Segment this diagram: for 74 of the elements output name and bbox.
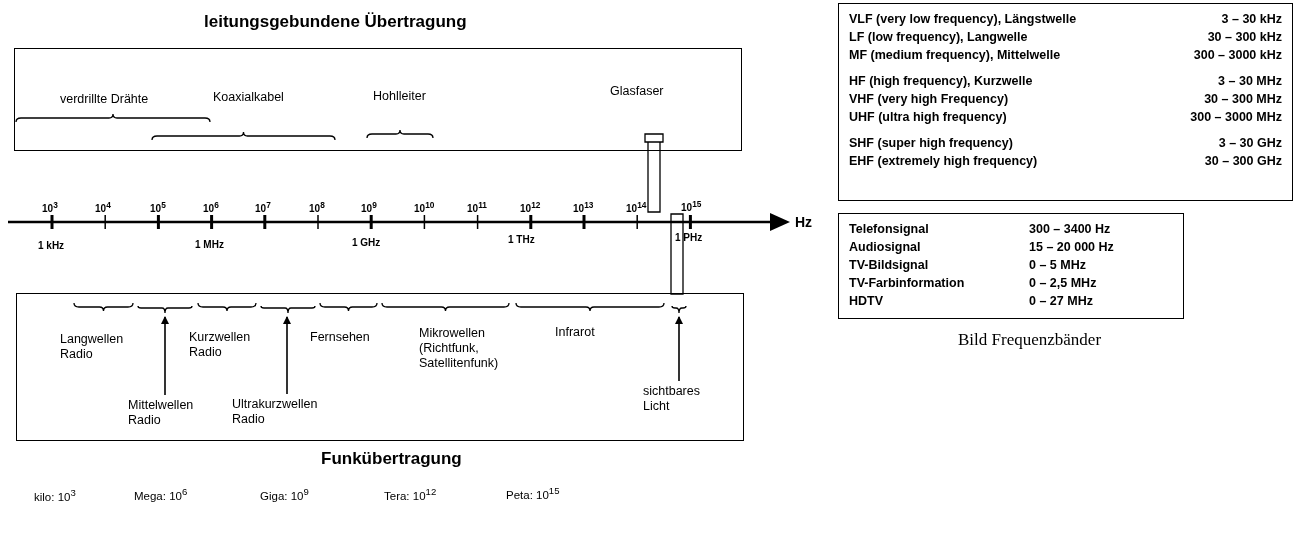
frequency-range: 0 – 2,5 MHz [1029,275,1098,292]
band-label: Koaxialkabel [213,90,285,105]
tick-label: 10$^{9}$ [361,200,377,215]
frequency-range: 3 – 30 MHz [1217,73,1282,90]
tick-label: 10$^{14}$ [626,200,647,215]
frequency-table [838,3,1293,201]
frequency-range: 30 – 300 MHz [1203,91,1282,108]
band-name: VLF (very low frequency), Längstwelle [849,11,1078,28]
prefix-label: Giga: 10$^{9}$ [260,486,309,502]
tick-label: 10$^{6}$ [203,200,219,215]
frequency-range: 0 – 27 MHz [1029,293,1094,310]
frequency-range: 300 – 3000 kHz [1192,47,1282,64]
tick-label: 10$^{7}$ [255,200,271,215]
frequency-label: 1 GHz [352,237,381,248]
axis-unit: Hz [795,214,813,230]
tick-label: 10$^{4}$ [95,200,111,215]
arrow [161,316,169,396]
group-heading: leitungsgebundene Übertragung [204,12,467,32]
frequency-range: 30 – 300 kHz [1206,29,1282,46]
band-label: verdrillte Drähte [60,92,150,107]
frequency-range: 15 – 20 000 Hz [1029,239,1115,256]
caption: Bild Frequenzbänder [958,330,1102,350]
arrow [283,316,291,395]
frequency-range: 3 – 30 GHz [1217,135,1282,152]
frequency-label: 1 PHz [675,232,703,243]
visible-light-band [670,213,684,295]
band-name: HDTV [849,293,885,310]
band-label: Mikrowellen (Richtfunk, Satellitenfunk) [419,326,500,371]
frequency-range: 300 – 3400 Hz [1029,221,1112,238]
frequency-label: 1 MHz [195,239,224,250]
tick-label: 10$^{15}$ [681,199,702,214]
band-name: LF (low frequency), Langwelle [849,29,1029,46]
band-label: Hohlleiter [373,89,427,104]
tick-label: 10$^{5}$ [150,200,166,215]
arrow [675,316,683,382]
frequency-label: 1 THz [508,234,535,245]
band-label: Mittelwellen Radio [128,398,195,428]
prefix-label: Tera: 10$^{12}$ [384,486,437,502]
frequency-label: 1 kHz [38,240,65,251]
prefix-label: kilo: 10$^{3}$ [34,487,76,503]
group-heading: Funkübertragung [321,449,462,469]
band-label: Glasfaser [610,84,665,99]
frequency-range: 3 – 30 kHz [1220,11,1282,28]
curly-brace [260,305,316,315]
prefix-label: Mega: 10$^{6}$ [134,486,188,502]
band-label: Infrarot [555,325,596,340]
band-name: SHF (super high frequency) [849,135,1014,152]
frequency-range: 30 – 300 GHz [1203,153,1282,170]
band-label: Fernsehen [310,330,371,345]
band-name: MF (medium frequency), Mittelwelle [849,47,1062,64]
tick-label: 10$^{8}$ [309,200,325,215]
frequency-range: 300 – 3000 MHz [1190,109,1282,126]
band-label: Ultrakurzwellen Radio [232,397,319,427]
band-name: TV-Farbinformation [849,275,966,292]
band-name: TV-Bildsignal [849,257,930,274]
band-name: Audiosignal [849,239,922,256]
tick-label: 10$^{10}$ [414,200,435,215]
prefix-label: Peta: 10$^{15}$ [506,485,560,501]
band-name: Telefonsignal [849,221,930,238]
tick-label: 10$^{13}$ [573,200,594,215]
frequency-range: 0 – 5 MHz [1029,257,1087,274]
band-name: VHF (very high Frequency) [849,91,1010,108]
tick-label: 10$^{11}$ [467,200,487,215]
frequency-table [838,213,1184,319]
band-label: Langwellen Radio [60,332,125,362]
tick-label: 10$^{12}$ [520,200,541,215]
band-name: UHF (ultra high frequency) [849,109,1008,126]
band-name: EHF (extremely high frequency) [849,153,1039,170]
curly-brace [671,305,687,315]
curly-brace [137,305,193,315]
band-name: HF (high frequency), Kurzwelle [849,73,1034,90]
band-label: sichtbares Licht [643,384,701,414]
band-label: Kurzwellen Radio [189,330,252,360]
tick-label: 10$^{3}$ [42,200,58,215]
